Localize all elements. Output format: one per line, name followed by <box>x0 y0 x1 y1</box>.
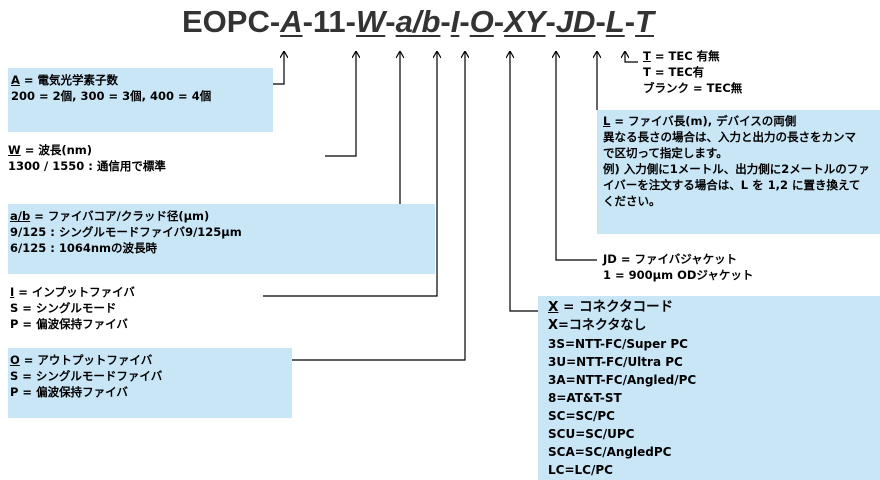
desc-jd: JD = ファイバジャケット 1 = 900μm ODジャケット <box>603 251 753 283</box>
desc-jd-values: 1 = 900μm ODジャケット <box>603 268 754 282</box>
desc-w: W = 波長(nm) 1300 / 1550 : 通信用で標準 <box>8 142 166 174</box>
desc-ab-title: = ファイバコア/クラッド径(μm) <box>30 209 210 223</box>
connector-a <box>273 52 284 85</box>
code-sep: - <box>545 4 556 39</box>
desc-ab-key: a/b <box>10 209 31 223</box>
desc-t: T = TEC 有無 T = TEC有 ブランク = TEC無 <box>643 48 742 96</box>
connector-code-item: 3U=NTT-FC/Ultra PC <box>548 355 683 369</box>
desc-t-title: = TEC 有無 <box>650 49 720 63</box>
desc-l-line: 異なる長さの場合は、入力と出力の長さをカンマ <box>603 130 856 144</box>
desc-a-title: = 電気光学素子数 <box>19 73 119 87</box>
code-seg-jd: JD <box>555 4 596 39</box>
connector-i <box>263 52 437 297</box>
desc-t-key: T <box>643 49 651 63</box>
desc-l-line: ください。 <box>603 194 661 208</box>
desc-l-line: イバーを注文する場合は、L を 1,2 に置き換えて <box>603 178 861 192</box>
desc-t-line2: T = TEC有 <box>643 65 705 79</box>
box-ab <box>8 204 435 274</box>
desc-ab: a/b = ファイバコア/クラッド径(μm) 9/125 : シングルモードファ… <box>10 208 242 256</box>
code-sep: - <box>459 4 470 39</box>
connector-code-item: 3S=NTT-FC/Super PC <box>548 337 688 351</box>
code-seg-o: O <box>469 4 494 39</box>
code-seg-w: W <box>356 4 386 39</box>
desc-i-line2: S = シングルモード <box>10 301 117 315</box>
part-number-code: EOPC-A-11-W-a/b-I-O-XY-JD-L-T <box>182 4 654 40</box>
desc-ab-line2: 9/125 : シングルモードファイバ9/125μm <box>10 225 242 239</box>
desc-l-title: = ファイバ長(m), デバイスの両側 <box>610 114 797 128</box>
code-sep: - <box>624 4 636 39</box>
connector-o <box>292 52 465 361</box>
connector-code-item: 8=AT&T-ST <box>548 391 622 405</box>
connector-jd <box>556 52 597 261</box>
connector-code-item: SC=SC/PC <box>548 409 615 423</box>
connector-w <box>325 52 356 157</box>
desc-x-none: X=コネクタなし <box>548 318 647 333</box>
desc-l-key: L <box>603 114 611 128</box>
desc-o-key: O <box>10 353 20 367</box>
desc-x: X = コネクタコード X=コネクタなし 3S=NTT-FC/Super PC … <box>548 298 696 479</box>
code-seg-l: L <box>605 4 625 39</box>
desc-o-title: = アウトプットファイバ <box>19 353 153 367</box>
desc-o-line3: P = 偏波保持ファイバ <box>10 385 128 399</box>
connector-code-item: SCU=SC/UPC <box>548 427 635 441</box>
connector-code-item: 3A=NTT-FC/Angled/PC <box>548 373 697 387</box>
desc-t-line3: ブランク = TEC無 <box>643 81 743 95</box>
code-seg-ab: a/b <box>395 4 441 39</box>
connector-t <box>625 52 638 63</box>
connector-code-item: SCA=SC/AngledPC <box>548 445 672 459</box>
box-x <box>538 296 880 480</box>
code-seg-t: T <box>635 4 654 39</box>
box-l <box>597 110 880 234</box>
desc-w-title: = 波長(nm) <box>20 143 93 157</box>
desc-o-line2: S = シングルモードファイバ <box>10 369 163 383</box>
desc-i: I = インプットファイバ S = シングルモード P = 偏波保持ファイバ <box>10 284 135 332</box>
desc-x-key: X <box>548 299 559 315</box>
desc-l-line: 例) 入力側に1メートル、出力側に2メートルのファ <box>603 162 870 176</box>
code-sep: -11- <box>302 4 356 39</box>
desc-i-line3: P = 偏波保持ファイバ <box>10 317 128 331</box>
code-sep: - <box>595 4 606 39</box>
code-seg-a: A <box>280 4 303 39</box>
code-seg-xy: XY <box>504 4 546 39</box>
desc-a-key: A <box>11 73 20 87</box>
code-seg-i: I <box>450 4 460 39</box>
desc-a: A = 電気光学素子数 200 = 2個, 300 = 3個, 400 = 4個 <box>11 72 211 104</box>
box-o <box>8 348 292 418</box>
code-prefix: EOPC- <box>182 4 281 39</box>
box-a <box>8 68 273 132</box>
desc-l: L = ファイバ長(m), デバイスの両側 異なる長さの場合は、入力と出力の長さ… <box>603 113 870 209</box>
desc-x-title: = コネクタコード <box>558 299 674 315</box>
code-sep: - <box>385 4 396 39</box>
desc-jd-title: JD = ファイバジャケット <box>603 252 738 266</box>
desc-ab-line3: 6/125 : 1064nmの波長時 <box>10 241 157 255</box>
desc-a-values: 200 = 2個, 300 = 3個, 400 = 4個 <box>11 89 212 103</box>
desc-i-title: = インプットファイバ <box>14 285 135 299</box>
code-sep: - <box>440 4 451 39</box>
connector-xy <box>510 52 538 312</box>
desc-w-key: W <box>8 143 21 157</box>
desc-l-line: で区切って指定します。 <box>603 146 728 160</box>
code-sep: - <box>493 4 505 39</box>
connector-code-item: LC=LC/PC <box>548 463 613 477</box>
desc-o: O = アウトプットファイバ S = シングルモードファイバ P = 偏波保持フ… <box>10 352 162 400</box>
desc-w-values: 1300 / 1550 : 通信用で標準 <box>8 159 166 173</box>
desc-i-key: I <box>10 285 15 299</box>
